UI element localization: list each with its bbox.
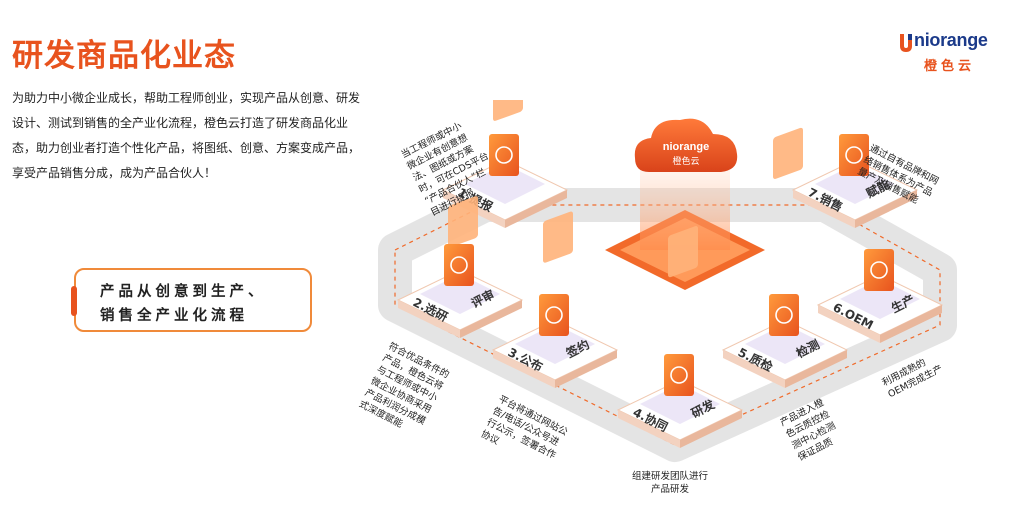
step-card-icon — [775, 306, 793, 324]
step-plate — [840, 279, 920, 319]
brand-logo: niorange 橙色云 — [898, 30, 1008, 78]
step-card — [769, 294, 799, 336]
intro-paragraph: 为助力中小微企业成长，帮助工程师创业，实现产品从创意、研发设计、测试到销售的全产… — [12, 91, 361, 180]
step-card — [664, 354, 694, 396]
step-platform-right — [460, 300, 522, 338]
step-card-icon — [845, 146, 863, 164]
step-platform-left — [793, 190, 855, 228]
step-card — [489, 134, 519, 176]
step-plate — [420, 274, 500, 314]
step-card-icon — [870, 261, 888, 279]
cloud-icon — [634, 118, 738, 172]
center-platform: niorange 橙色云 — [605, 118, 765, 290]
step-4-note: 组建研发团队进行产品研发 — [632, 470, 708, 496]
note-line: 产品研发 — [651, 484, 690, 495]
note-line: 组建研发团队进行 — [632, 471, 709, 482]
center-chinese: 橙色云 — [672, 155, 699, 167]
step-plate — [465, 164, 545, 204]
center-wordmark: niorange — [663, 141, 709, 153]
callout-accent — [71, 286, 77, 316]
step-card — [444, 244, 474, 286]
step-plate — [745, 324, 825, 364]
step-card-back — [773, 127, 803, 179]
step-node-3: 3.公布签约 — [491, 211, 619, 388]
callout-line-2: 销售全产业化流程 — [100, 308, 248, 324]
logo-wordmark: niorange — [914, 30, 988, 50]
logo-chinese: 橙色云 — [924, 59, 976, 74]
callout-line-1: 产品从创意到生产、 — [100, 284, 267, 300]
step-card-icon — [450, 256, 468, 274]
step-platform-left — [398, 300, 460, 338]
step-card-back — [543, 211, 573, 263]
step-card-back — [668, 226, 698, 278]
step-card — [864, 249, 894, 291]
step-card-back — [448, 196, 478, 248]
step-plate — [640, 384, 720, 424]
callout-box: 产品从创意到生产、 销售全产业化流程 — [71, 268, 312, 332]
step-platform-left — [723, 350, 785, 388]
step-platform-right — [880, 305, 942, 343]
step-plate — [515, 324, 595, 364]
flow-diagram: niorange 橙色云 1.提报2.选研评审3.公布签约4.协同研发5.质检检… — [378, 100, 957, 462]
step-platform-right — [505, 190, 567, 228]
step-node-4: 4.协同研发 — [616, 226, 744, 448]
step-platform-right — [680, 410, 742, 448]
step-node-5: 5.质检检测 — [721, 127, 849, 388]
step-platform-right — [555, 350, 617, 388]
step-card-icon — [670, 366, 688, 384]
step-card — [539, 294, 569, 336]
step-card-icon — [545, 306, 563, 324]
step-platform-right — [785, 350, 847, 388]
step-platform-right — [855, 190, 917, 228]
step-plate — [815, 164, 895, 204]
page-title: 研发商品化业态 — [12, 38, 236, 74]
step-card — [839, 134, 869, 176]
step-platform-left — [618, 410, 680, 448]
step-card-icon — [495, 146, 513, 164]
step-platform-left — [493, 350, 555, 388]
step-card-back — [493, 100, 523, 121]
step-platform-left — [818, 305, 880, 343]
logo-u-icon — [900, 34, 912, 52]
